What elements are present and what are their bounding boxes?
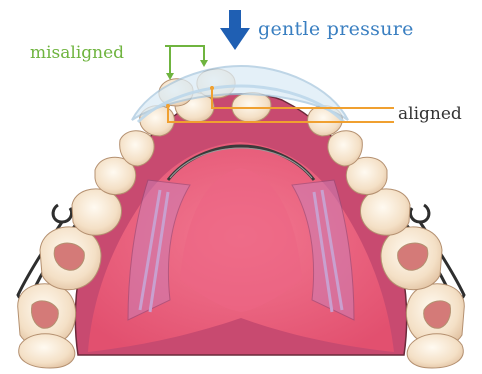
premolar-right-1 xyxy=(360,189,410,235)
misaligned-label: misaligned xyxy=(30,45,124,62)
clasp-loop-right xyxy=(410,205,429,222)
aligned-label: aligned xyxy=(398,106,462,123)
molar-left-3 xyxy=(19,334,75,368)
aligned-dot-1 xyxy=(210,86,214,90)
molar-right-3 xyxy=(407,334,463,368)
misaligned-pointer-1 xyxy=(200,60,208,67)
pressure-arrow-icon xyxy=(220,10,250,50)
gentle-pressure-label: gentle pressure xyxy=(258,20,414,39)
premolar-left-1 xyxy=(72,189,122,235)
clasp-loop-left xyxy=(53,205,72,222)
aligned-dot-2 xyxy=(166,104,170,108)
